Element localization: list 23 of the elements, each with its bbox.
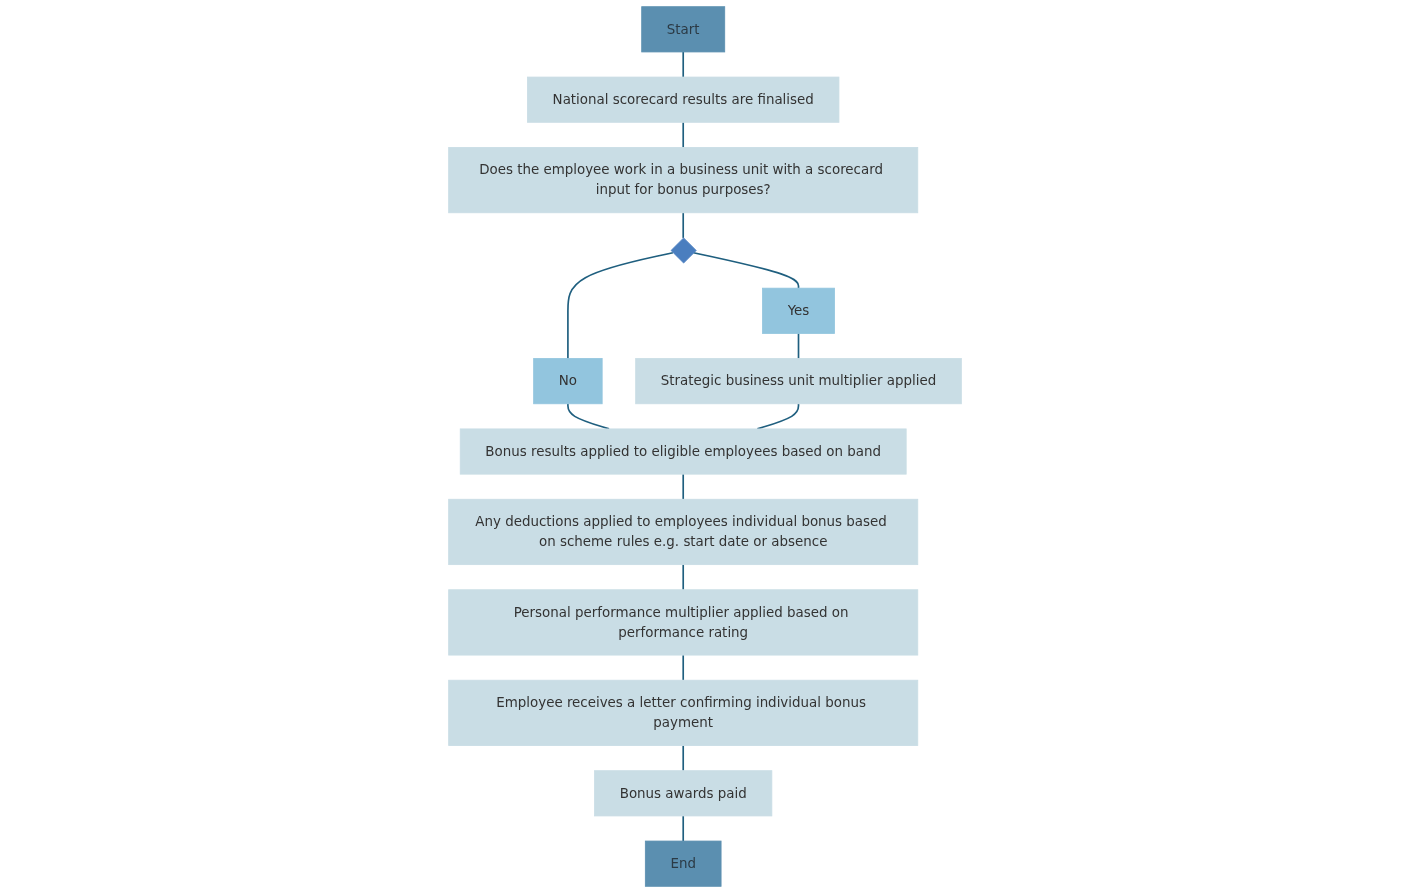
node-diamond [670, 237, 697, 264]
connector [682, 654, 685, 682]
node-box: Any deductions applied to employees individual bonus based on scheme rules e.g. start date or absence [448, 498, 919, 566]
connector [682, 563, 685, 591]
node-box: Bonus awards paid [594, 770, 773, 817]
node-box: Does the employee work in a business unit with a scorecard input for bonus purposes? [448, 147, 919, 214]
node-box: Employee receives a letter confirming individual bonus payment [448, 679, 919, 746]
connector [682, 473, 685, 501]
connector [682, 211, 685, 239]
node-box: Personal performance multiplier applied based on performance rating [448, 589, 919, 656]
node-box: End [644, 840, 722, 887]
connector [682, 815, 685, 842]
connector [682, 744, 685, 772]
node-box: National scorecard results are finalised [527, 76, 840, 123]
node-box: Start [641, 6, 726, 53]
node-box: Strategic business unit multiplier applied [635, 358, 962, 405]
connector [567, 251, 674, 360]
node-box: No [533, 358, 603, 405]
node-box: Yes [762, 287, 835, 334]
connector [682, 51, 685, 78]
connector [797, 332, 800, 360]
connector [682, 121, 685, 149]
node-box: Bonus results applied to eligible employees based on band [459, 428, 907, 475]
